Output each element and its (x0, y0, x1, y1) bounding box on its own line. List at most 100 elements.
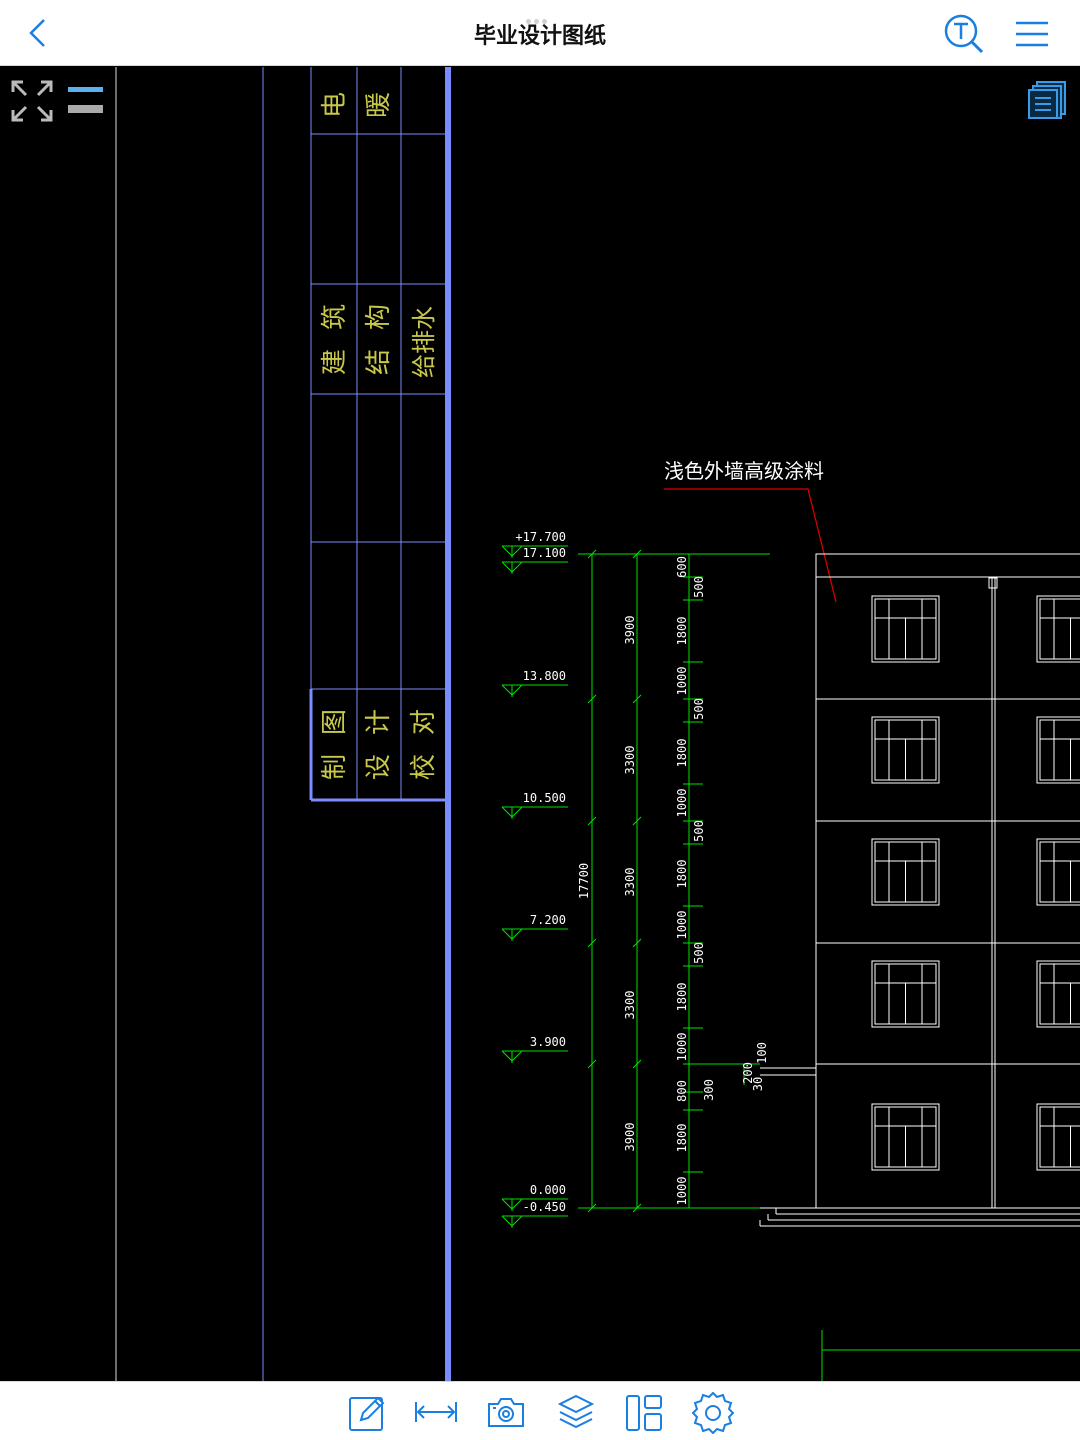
dimension-tick (587, 1059, 597, 1069)
elevation-label: 0.000 (530, 1183, 566, 1197)
cad-drawing: 电 暖 建 筑 结 构 给排水 制 图 设 计 校 对 浅色外墙高级涂料 +17… (115, 67, 1080, 1381)
dimension-tick (587, 816, 597, 826)
detail-dimension: 1800 (675, 739, 689, 768)
window (1036, 960, 1080, 1028)
dimension-tick (587, 938, 597, 948)
window-frame (1039, 963, 1080, 1025)
title-block-cell: 建 (320, 349, 350, 375)
title-block (309, 67, 445, 802)
floor-height-dimension: 3300 (623, 746, 637, 775)
window (1036, 838, 1080, 906)
window-frame (1039, 841, 1080, 903)
elevation-label: 7.200 (530, 913, 566, 927)
layout-icon[interactable] (624, 1392, 664, 1432)
title-block-cell: 设 (364, 754, 394, 780)
detail-dimension: 600 (675, 556, 689, 578)
bottom-toolbar (0, 1381, 1080, 1440)
window-frame (1039, 1106, 1080, 1168)
title-block-cell: 电 (320, 92, 350, 118)
elevation-markers: +17.700 17.100 13.800 10.500 7.200 3.900 0.000… (501, 530, 568, 1228)
layer-toggle-icon[interactable] (67, 85, 105, 115)
title-block-cell: 图 (320, 709, 350, 735)
window-grabber[interactable] (526, 9, 554, 24)
title-block-cell: 制 (320, 754, 350, 780)
elevation-label: -0.450 (523, 1200, 566, 1214)
window-frame (1039, 598, 1080, 660)
detail-dimension: 500 (692, 820, 706, 842)
elevation-label: 17.100 (523, 546, 566, 560)
dimension-lines (578, 553, 770, 1209)
detail-dimension: 1000 (675, 1177, 689, 1206)
floor-height-dimension: 3300 (623, 868, 637, 897)
detail-dimension: 500 (692, 942, 706, 964)
elevation-label: 10.500 (523, 791, 566, 805)
window (1036, 1103, 1080, 1171)
settings-gear-icon[interactable] (691, 1391, 735, 1435)
title-block-cell: 构 (364, 304, 394, 330)
floor-height-dimension: 3900 (623, 616, 637, 645)
window (1036, 595, 1080, 663)
dimension-tick (632, 1059, 642, 1069)
dimension-tick (632, 938, 642, 948)
detail-dimension: 1000 (675, 1033, 689, 1062)
dimension-text: 1770039003300330033003900600500180010005… (577, 556, 769, 1205)
detail-dimension: 500 (692, 576, 706, 598)
dimension-tick (587, 1203, 597, 1213)
dimension-tick (632, 816, 642, 826)
elevation-label: 13.800 (523, 669, 566, 683)
title-block-cell: 结 (364, 349, 394, 375)
dimension-tick (632, 694, 642, 704)
title-block-cell: 对 (409, 709, 439, 735)
detail-dimension: 300 (702, 1079, 716, 1101)
hamburger-menu-icon[interactable] (1014, 20, 1050, 48)
annotation-leader (664, 488, 837, 603)
window (1036, 716, 1080, 784)
title-block-cell: 计 (364, 709, 394, 735)
detail-dimension: 1000 (675, 789, 689, 818)
detail-dimension: 500 (692, 698, 706, 720)
detail-dimension: 1800 (675, 983, 689, 1012)
total-height-dimension: 17700 (577, 863, 591, 899)
title-block-cell: 给排水 (410, 306, 438, 378)
fullscreen-expand-icon[interactable] (10, 79, 54, 123)
page-title: 毕业设计图纸 (473, 24, 606, 49)
elevation-label: 3.900 (530, 1035, 566, 1049)
window (871, 838, 940, 906)
canopy-dimension: 100 (755, 1042, 769, 1064)
dimension-ticks (587, 549, 703, 1213)
window (871, 1103, 940, 1171)
windows (871, 595, 1080, 1171)
title-block-text: 电 暖 建 筑 结 构 给排水 制 图 设 计 校 对 (320, 92, 439, 780)
detail-dimension: 1800 (675, 860, 689, 889)
window-frame (1039, 719, 1080, 781)
annotate-pencil-icon[interactable] (347, 1392, 387, 1432)
back-chevron-icon[interactable] (26, 18, 50, 48)
text-search-icon[interactable] (942, 12, 986, 56)
camera-icon[interactable] (486, 1392, 526, 1432)
canopy-dimension: 200 (741, 1062, 755, 1084)
window (871, 960, 940, 1028)
detail-dimension: 1800 (675, 1124, 689, 1153)
dimension-tick (587, 694, 597, 704)
dimension-tick (632, 549, 642, 559)
measure-icon[interactable] (414, 1392, 457, 1432)
building-elevation (759, 553, 1080, 1381)
cad-drawing-canvas[interactable]: 电 暖 建 筑 结 构 给排水 制 图 设 计 校 对 浅色外墙高级涂料 +17… (0, 67, 1080, 1381)
dimension-tick (632, 1203, 642, 1213)
floor-height-dimension: 3300 (623, 991, 637, 1020)
layers-icon[interactable] (556, 1392, 596, 1432)
canopy-dimension: 30 (751, 1077, 765, 1091)
title-block-cell: 筑 (320, 304, 350, 330)
dimension-tick (587, 549, 597, 559)
window (871, 716, 940, 784)
elevation-label: +17.700 (515, 530, 566, 544)
window (871, 595, 940, 663)
title-block-cell: 暖 (364, 92, 394, 118)
title-block-cell: 校 (409, 754, 439, 780)
sheets-list-icon[interactable] (1026, 79, 1068, 121)
detail-dimension: 1000 (675, 911, 689, 940)
annotation-text: 浅色外墙高级涂料 (664, 459, 824, 483)
top-navigation-bar: 毕业设计图纸 (0, 0, 1080, 66)
detail-dimension: 1800 (675, 617, 689, 646)
detail-dimension: 800 (675, 1080, 689, 1102)
